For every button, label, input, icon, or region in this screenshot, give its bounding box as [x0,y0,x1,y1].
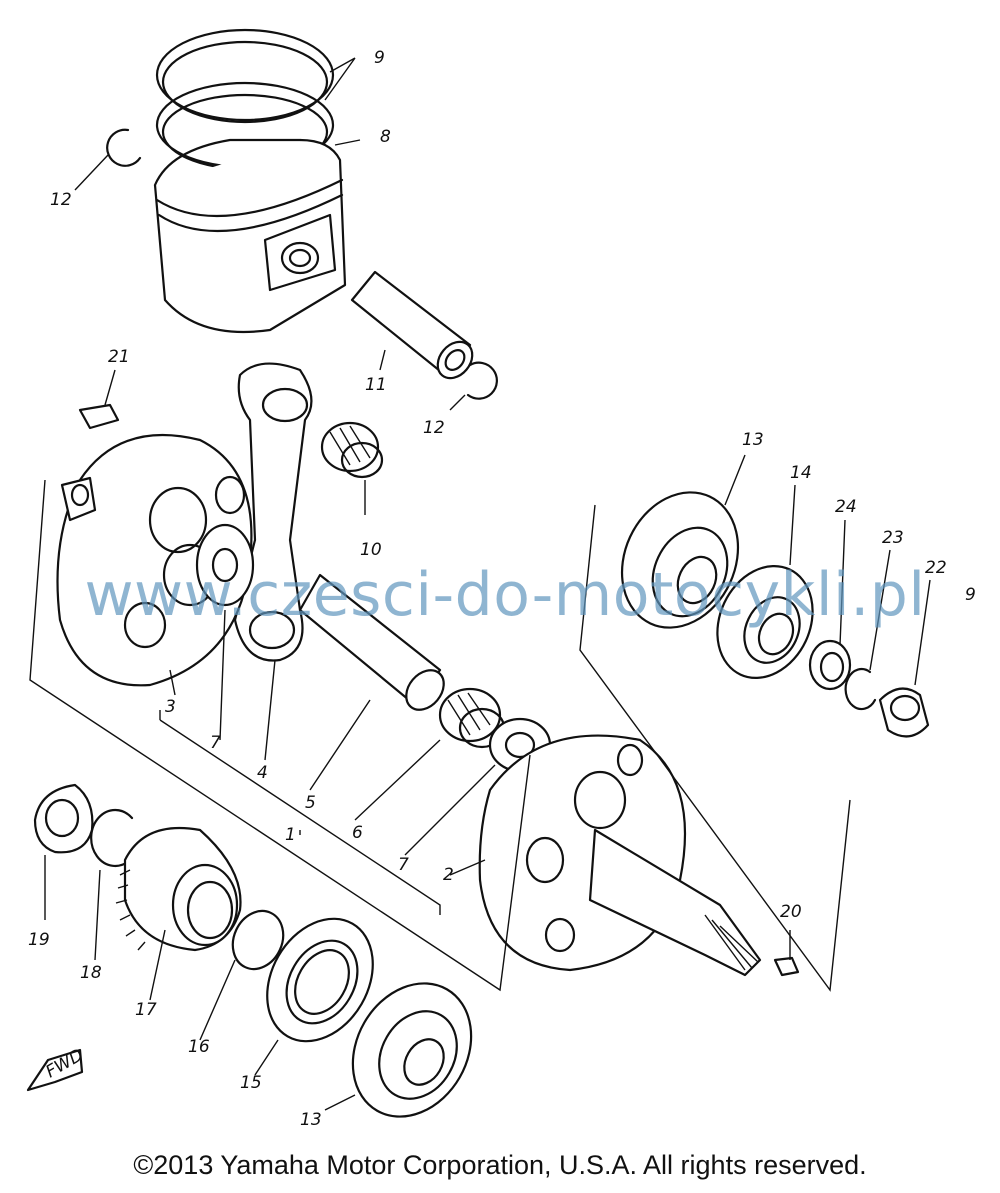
callout-21: 21 [108,347,130,367]
callout-5: 5 [305,793,316,813]
callout-24: 24 [835,497,857,517]
leader-lines [44,57,931,1111]
crank-wheel-left [56,433,253,687]
forward-arrow-icon: FWD [26,1045,87,1092]
crank-wheel-right [478,734,762,977]
spacer-24 [808,639,852,691]
assembly-brackets [29,479,851,992]
callout-labels: 1 2 3 4 5 6 7 7 8 9 9 10 11 12 12 13 13 … [28,48,976,1130]
circlip-lower [466,361,498,400]
callout-19: 19 [28,930,50,950]
crank-pin [298,573,445,711]
callout-10: 10 [360,540,382,560]
callout-4: 4 [257,763,268,783]
callout-1: 1 [285,825,296,845]
callout-8: 8 [380,127,391,147]
nut-19 [33,783,94,854]
callout-6: 6 [352,823,363,843]
callout-14: 14 [790,463,812,483]
callout-20: 20 [780,902,802,922]
callout-2: 2 [443,865,454,885]
o-ring-16 [231,909,285,971]
callout-16: 16 [188,1037,210,1057]
big-end-bearing [438,687,506,749]
callout-22: 22 [925,558,947,578]
washer-18 [90,808,134,868]
callout-7a: 7 [210,733,221,753]
piston-pin [350,270,474,380]
callout-13b: 13 [300,1110,322,1130]
oil-seal-right [716,564,814,680]
connecting-rod [233,362,313,662]
circlip-upper [106,128,142,167]
oil-seal-left [266,917,374,1043]
copyright-notice: ©2013 Yamaha Motor Corporation, U.S.A. A… [133,1150,867,1180]
bearing-left [351,982,473,1118]
callout-7b: 7 [398,855,409,875]
primary-drive-gear [115,826,242,952]
piston [153,138,347,334]
callout-11: 11 [365,375,387,395]
callout-9b: 9 [965,585,976,605]
callout-3: 3 [165,697,176,717]
collar-22 [878,687,930,738]
thrust-washer-left [195,523,255,607]
circlip-23 [844,667,877,711]
woodruff-key [78,403,120,430]
callout-23: 23 [882,528,904,548]
lock-nut [773,956,800,977]
callout-17: 17 [135,1000,157,1020]
callout-12a: 12 [50,190,72,210]
callout-12b: 12 [423,418,445,438]
callout-13a: 13 [742,430,764,450]
bearing-right [620,491,740,629]
callout-9a: 9 [374,48,385,68]
callout-15: 15 [240,1073,262,1093]
callout-18: 18 [80,963,102,983]
small-end-bearing [320,421,384,479]
